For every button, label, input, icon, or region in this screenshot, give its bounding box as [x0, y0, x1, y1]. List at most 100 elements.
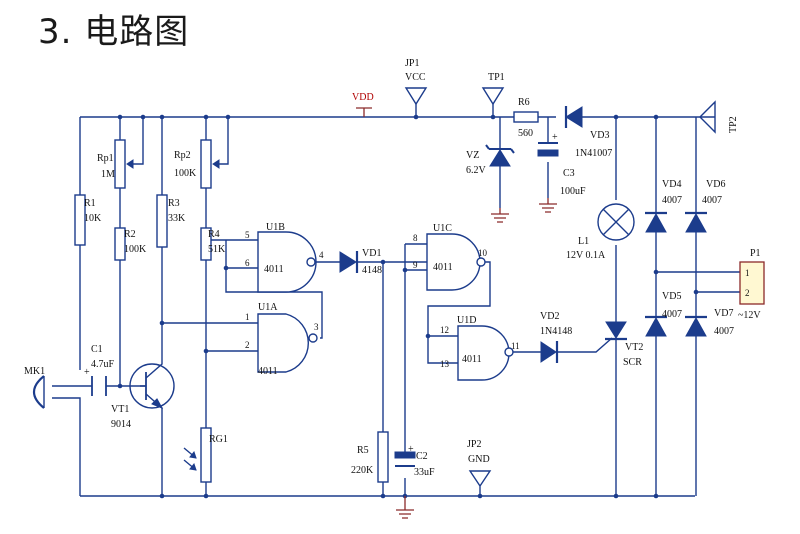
gate-u1a: U1A 4011 1 2 3	[245, 302, 319, 377]
r5: R5 220K	[351, 431, 389, 483]
u1b-value: 4011	[264, 264, 284, 275]
u1d-pin13: 13	[440, 359, 450, 369]
junctions	[117, 114, 699, 499]
mk1-text: MK1	[24, 366, 45, 377]
u1c-value: 4011	[433, 262, 453, 273]
u1d-pin12: 12	[440, 325, 449, 335]
c1-value: 4.7uF	[91, 359, 115, 370]
u1b-pin6: 6	[245, 258, 250, 268]
r4-ref: R4	[208, 229, 220, 240]
u1c-pin10: 10	[478, 248, 488, 258]
c1-ref: C1	[91, 344, 103, 355]
c3-ref: C3	[563, 168, 575, 179]
tp1-text: TP1	[488, 72, 505, 83]
r6: R6 560	[513, 97, 539, 139]
jp1-vcc: JP1 VCC	[404, 58, 428, 106]
r2-value: 100K	[124, 244, 147, 255]
vz: VZ 6.2V	[466, 144, 515, 223]
rp1-ref: Rp1	[97, 153, 114, 164]
u1a-pin2: 2	[245, 340, 250, 350]
ground-symbol	[396, 496, 414, 519]
u1d-ref: U1D	[457, 315, 476, 326]
vd1-ref: VD1	[362, 248, 381, 259]
vd4: VD4 4007	[645, 179, 682, 233]
vt2-ref: VT2	[625, 342, 643, 353]
r5-value: 220K	[351, 465, 374, 476]
u1b-ref: U1B	[266, 222, 285, 233]
rp2: Rp2 100K	[174, 139, 220, 189]
vd3: VD3 1N41007	[564, 106, 612, 159]
rg1: RG1	[183, 427, 228, 483]
vd3-ref: VD3	[590, 130, 609, 141]
vd2-ref: VD2	[540, 311, 559, 322]
vt1: VT1 9014	[111, 356, 175, 430]
rg1-text: RG1	[209, 434, 228, 445]
jp2-ref: JP2	[467, 439, 481, 450]
r1: R1 10K	[74, 194, 102, 246]
vd3-value: 1N41007	[575, 148, 612, 159]
gate-u1c: U1C 4011 8 9 10	[413, 223, 488, 291]
svg-text:+: +	[552, 132, 558, 143]
u1c-pin9: 9	[413, 260, 418, 270]
tp1: TP1	[481, 72, 505, 106]
r3-ref: R3	[168, 198, 180, 209]
vt1-ref: VT1	[111, 404, 129, 415]
vt2-scr: VT2 SCR	[605, 321, 643, 368]
gate-u1d: U1D 4011 12 13 11	[440, 315, 520, 381]
svg-text:+: +	[84, 367, 90, 378]
jp1-value: VCC	[405, 72, 426, 83]
vd1-value: 4148	[362, 265, 382, 276]
r2: R2 100K	[114, 227, 147, 261]
l1-ref: L1	[578, 236, 589, 247]
wires	[52, 104, 740, 497]
jp2-value: GND	[468, 454, 490, 465]
r5-ref: R5	[357, 445, 369, 456]
u1a-value: 4011	[258, 366, 278, 377]
u1b-pin5: 5	[245, 230, 250, 240]
vd6-value: 4007	[702, 195, 722, 206]
vd2: VD2 1N4148	[540, 311, 572, 363]
c3: + C3 100uF	[537, 132, 586, 213]
page-title: 3. 电路图	[38, 12, 190, 52]
vd4-value: 4007	[662, 195, 682, 206]
vd5-ref: VD5	[662, 291, 681, 302]
vd4-ref: VD4	[662, 179, 681, 190]
vd7-value: 4007	[714, 326, 734, 337]
u1c-pin8: 8	[413, 233, 418, 243]
r6-ref: R6	[518, 97, 530, 108]
tp2-text: TP2	[728, 116, 739, 133]
vd5: VD5 4007	[645, 291, 682, 337]
r1-ref: R1	[84, 198, 96, 209]
p1-connector: P1 1 2 ~12V	[738, 248, 765, 321]
vt2-value: SCR	[623, 357, 642, 368]
r4: R4 51K	[200, 227, 226, 261]
p1-value: ~12V	[738, 310, 761, 321]
rp2-ref: Rp2	[174, 150, 191, 161]
vd2-value: 1N4148	[540, 326, 572, 337]
u1c-ref: U1C	[433, 223, 452, 234]
c1: + C1 4.7uF	[84, 344, 115, 396]
vd1: VD1 4148	[339, 248, 382, 276]
l1-lamp: L1 12V 0.1A	[566, 203, 635, 261]
tp2: TP2	[699, 100, 739, 134]
rp2-value: 100K	[174, 168, 197, 179]
r1-value: 10K	[84, 213, 102, 224]
vd7-ref: VD7	[714, 308, 733, 319]
vz-ref: VZ	[466, 150, 479, 161]
r3: R3 33K	[156, 194, 186, 248]
u1a-pin1: 1	[245, 312, 250, 322]
r3-value: 33K	[168, 213, 186, 224]
p1-ref: P1	[750, 248, 761, 259]
vd6-ref: VD6	[706, 179, 725, 190]
vd7: VD7 4007	[685, 308, 734, 337]
c2-ref: C2	[416, 451, 428, 462]
r4-value: 51K	[208, 244, 226, 255]
p1-pin2: 2	[745, 288, 750, 298]
vd6: VD6 4007	[685, 179, 725, 233]
u1b-pin4: 4	[319, 250, 324, 260]
u1a-pin3: 3	[314, 322, 319, 332]
p1-pin1: 1	[745, 268, 750, 278]
jp1-ref: JP1	[405, 58, 419, 69]
